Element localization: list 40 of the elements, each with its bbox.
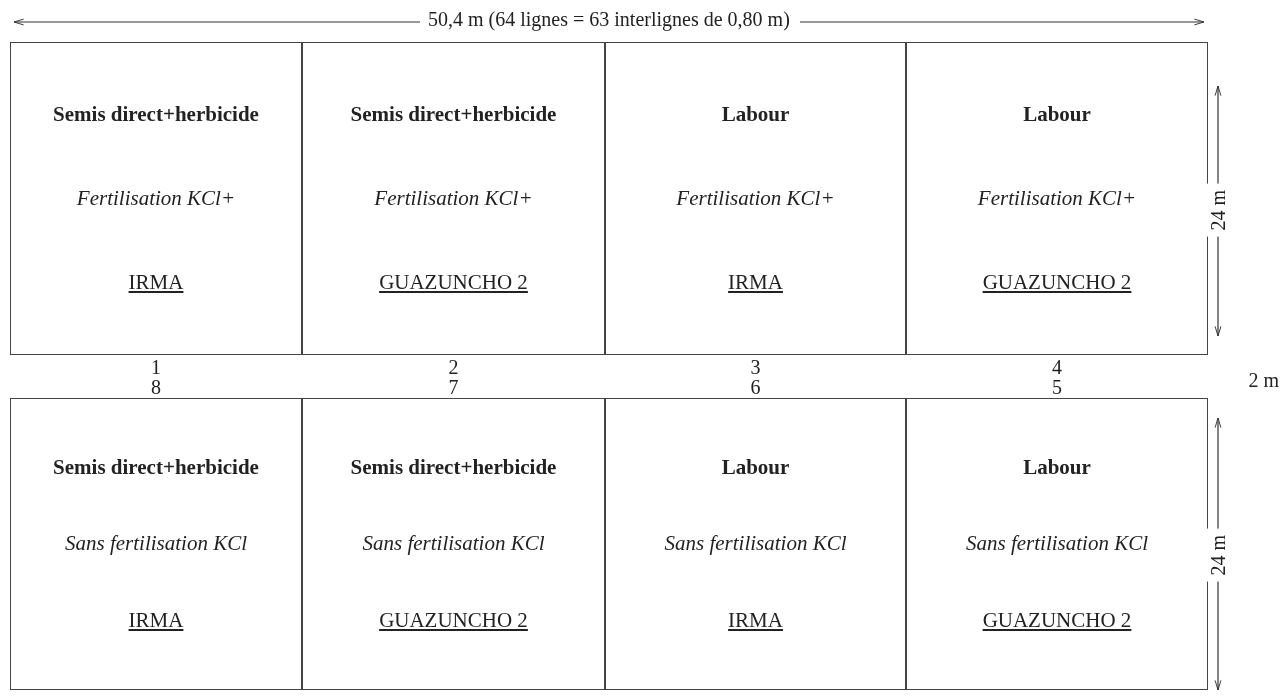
plot-number: 5 <box>1051 377 1063 397</box>
plot-box <box>605 398 906 690</box>
treatment-title: Labour <box>1023 454 1091 480</box>
treatment-title: Semis direct+herbicide <box>53 454 259 480</box>
fertilisation-text: Sans fertilisation KCl <box>966 531 1148 557</box>
plot-box <box>605 42 906 355</box>
fertilisation-text: Sans fertilisation KCl <box>664 531 847 557</box>
treatment-title: Semis direct+herbicide <box>53 102 259 128</box>
variety-name: GUAZUNCHO 2 <box>982 269 1132 295</box>
plot-box <box>302 42 605 355</box>
fertilisation-text: Fertilisation KCl+ <box>676 186 835 211</box>
treatment-title: Semis direct+herbicide <box>350 102 557 128</box>
plot-box <box>10 398 302 690</box>
treatment-title: Labour <box>721 102 790 128</box>
plot-number: 4 <box>1051 357 1063 377</box>
fertilisation-text: Fertilisation KCl+ <box>374 186 533 211</box>
fertilisation-text: Sans fertilisation KCl <box>65 531 247 557</box>
fertilisation-text: Fertilisation KCl+ <box>977 186 1137 211</box>
fertilisation-text: Sans fertilisation KCl <box>362 531 545 557</box>
plot-number: 2 <box>447 357 460 377</box>
variety-name: IRMA <box>728 269 783 295</box>
variety-name: IRMA <box>128 269 184 295</box>
fertilisation-text: Fertilisation KCl+ <box>76 186 236 211</box>
variety-name: GUAZUNCHO 2 <box>982 608 1132 634</box>
plot-box <box>302 398 605 690</box>
variety-name: GUAZUNCHO 2 <box>379 269 528 295</box>
plot-number: 8 <box>150 377 162 397</box>
variety-name: IRMA <box>728 608 783 634</box>
plot-number: 7 <box>447 377 460 397</box>
plot-box <box>906 42 1208 355</box>
plot-number: 6 <box>749 377 762 397</box>
treatment-title: Labour <box>1023 102 1091 128</box>
plot-number: 3 <box>749 357 762 377</box>
plot-box <box>906 398 1208 690</box>
treatment-title: Semis direct+herbicide <box>350 454 557 480</box>
variety-name: GUAZUNCHO 2 <box>379 608 528 634</box>
variety-name: IRMA <box>128 608 184 634</box>
treatment-title: Labour <box>721 454 790 480</box>
plot-number: 1 <box>150 357 162 377</box>
plot-box <box>10 42 302 355</box>
